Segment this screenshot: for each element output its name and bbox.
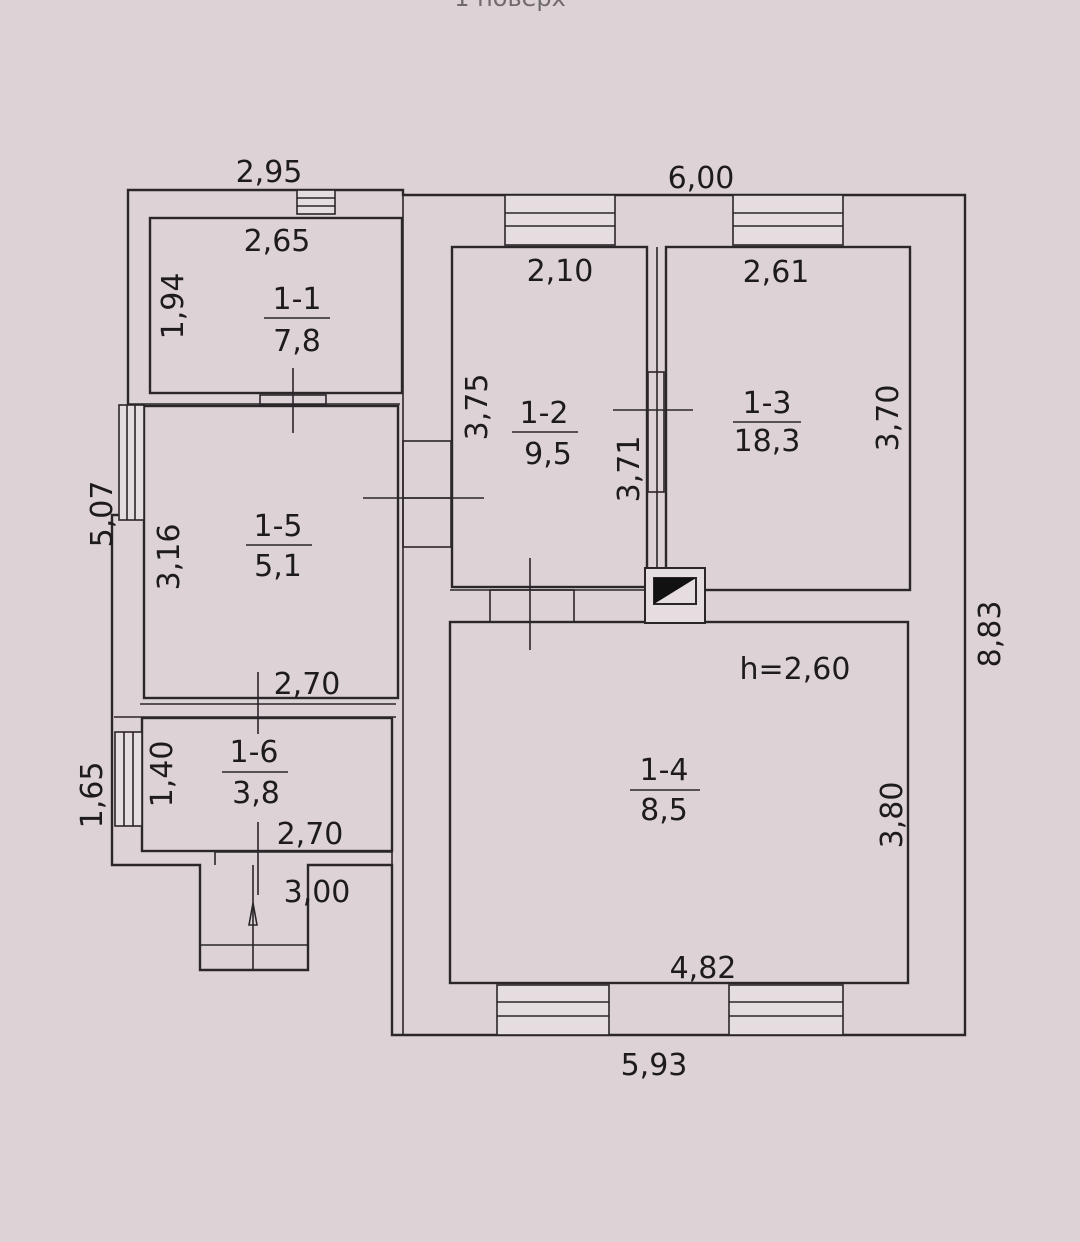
window [504, 194, 616, 246]
dim-room-1-2-width: 2,61 [743, 255, 810, 290]
dim-room-1-4-height: 3,16 [152, 524, 187, 591]
window [296, 189, 336, 215]
room-1-4-label: 1-5 5,1 [246, 509, 312, 584]
room-1-4-outline [142, 404, 400, 700]
ceiling-height: h=2,60 [740, 652, 851, 687]
room-1-3-label: 1-4 8,5 [630, 753, 700, 828]
dim-room-1-5-width: 2,65 [244, 224, 311, 259]
dim-room-1-3-width: 4,82 [670, 951, 737, 986]
dim-room-1-1-width: 2,10 [527, 254, 594, 289]
dim-outer-bottom: 5,93 [621, 1048, 688, 1083]
room-area: 7,8 [273, 324, 321, 359]
dim-porch-width: 3,00 [284, 875, 351, 910]
room-id: 1-6 [230, 735, 279, 770]
dim-room-1-6-width: 2,70 [277, 817, 344, 852]
room-1-5-label: 1-1 7,8 [264, 282, 330, 359]
floor-title: 1 поверх [454, 0, 566, 12]
dim-room-1-5-height: 1,94 [156, 273, 191, 340]
window [496, 984, 610, 1036]
room-1-1-outline [450, 245, 649, 589]
doorway [489, 589, 575, 623]
dim-outer-left-upper: 5,07 [85, 481, 120, 548]
room-1-6-label: 1-6 3,8 [222, 735, 288, 811]
room-area: 9,5 [524, 437, 572, 472]
dim-outer-top-left: 2,95 [236, 155, 303, 190]
room-id: 1-3 [743, 386, 792, 421]
room-area: 5,1 [254, 549, 302, 584]
doorway [647, 371, 665, 493]
dim-room-1-1-side: 3,71 [612, 436, 647, 503]
window [732, 194, 844, 246]
dim-outer-right: 8,83 [973, 601, 1008, 668]
dim-room-1-4-width: 2,70 [274, 667, 341, 702]
room-id: 1-1 [273, 282, 322, 317]
room-area: 8,5 [640, 793, 688, 828]
room-area: 3,8 [232, 776, 280, 811]
window [114, 731, 143, 827]
window [728, 984, 844, 1036]
window [118, 404, 145, 521]
room-1-2-label: 1-3 18,3 [733, 386, 801, 459]
doorway [402, 440, 452, 548]
dim-room-1-1-height: 3,75 [460, 374, 495, 441]
room-1-5-outline [148, 216, 404, 395]
room-id: 1-2 [520, 396, 569, 431]
dim-room-1-6-height: 1,40 [145, 741, 180, 808]
outer-wall [110, 188, 967, 1037]
room-area: 18,3 [734, 424, 801, 459]
dim-room-1-2-height: 3,70 [871, 385, 906, 452]
room-id: 1-5 [254, 509, 303, 544]
dim-outer-top-right: 6,00 [668, 161, 735, 196]
chimney-icon [644, 567, 706, 624]
dim-outer-left-lower: 1,65 [75, 762, 110, 829]
dim-room-1-3-height: 3,80 [875, 782, 910, 849]
entrance-arrow-icon [248, 902, 258, 926]
room-1-1-label: 1-2 9,5 [512, 396, 578, 472]
room-id: 1-4 [640, 753, 689, 788]
